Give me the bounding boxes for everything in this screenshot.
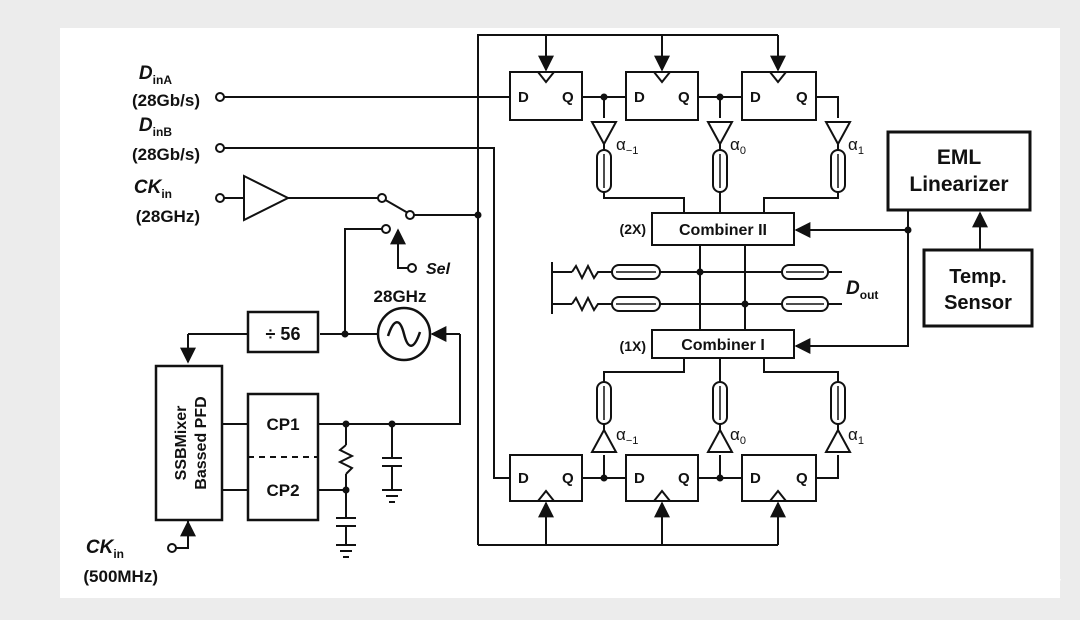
vco-frequency: 28GHz [374,287,427,306]
flipflop-bottom-2 [625,454,699,502]
tap-buffer-top-3 [824,121,852,147]
alpha-bottom-m1: α−1 [616,425,638,447]
dina-rate: (28Gb/s) [132,91,200,110]
dina-label: DinA [139,63,172,87]
ckin-ref-rate: (500MHz) [83,567,158,586]
combiner-ii-box [651,212,795,246]
ff-d-label: D [750,89,761,106]
ff-d-label: D [634,89,645,106]
cp1-label: CP1 [266,415,299,434]
temp-sensor-box [922,248,1034,328]
cp2-label: CP2 [266,481,299,500]
eml-linearizer-box [886,130,1032,212]
flipflop-top-2 [625,71,699,121]
alpha-top-1: α1 [848,135,864,157]
ckin-label: CKin [134,177,172,201]
watermark: 信 [1039,575,1062,600]
tap-buffer-bottom-2 [706,427,734,453]
ff-q-label: Q [562,470,574,487]
ff-d-label: D [518,89,529,106]
flipflop-bottom-1 [509,454,583,502]
tap-buffer-bottom-3 [824,427,852,453]
dout-label: Dout [846,278,878,302]
combiner-ii-scale: (2X) [620,221,646,237]
flipflop-top-1 [509,71,583,121]
ff-d-label: D [518,470,529,487]
ff-q-label: Q [796,470,808,487]
alpha-bottom-1: α1 [848,425,864,447]
eml-label-1: EML [937,146,982,169]
alpha-top-0: α0 [730,135,746,157]
combiner-ii-label: Combiner II [679,222,767,239]
divider-box [246,310,320,354]
paper-background [60,28,1060,598]
pfd-label-1: SSBMixer [173,406,190,481]
dinb-rate: (28Gb/s) [132,145,200,164]
sine-wave-icon [386,321,422,347]
pfd-box [154,364,224,522]
combiner-i-box [651,329,795,359]
ff-d-label: D [634,470,645,487]
eml-label-2: Linearizer [909,173,1008,196]
combiner-i-scale: (1X) [620,338,646,354]
ck-buffer-icon [243,174,291,222]
temp-label-2: Sensor [944,292,1012,314]
ff-q-label: Q [678,470,690,487]
temp-label-1: Temp. [949,266,1006,288]
alpha-bottom-0: α0 [730,425,746,447]
dinb-wire [224,147,510,479]
ckin-rate: (28GHz) [136,207,200,226]
tap-buffer-top-1 [590,121,618,147]
combiner-i-label: Combiner I [681,337,765,354]
ff-q-label: Q [562,89,574,106]
ff-q-label: Q [678,89,690,106]
ff-q-label: Q [796,89,808,106]
tap-buffer-top-2 [706,121,734,147]
clock-bus-wire [477,34,778,545]
pfd-label-2: Bassed PFD [193,396,210,489]
ckin-ref-label: CKin [86,537,124,561]
tap-buffer-bottom-1 [590,427,618,453]
ff-d-label: D [750,470,761,487]
dinb-label: DinB [139,115,172,139]
divider-label: ÷ 56 [266,324,301,344]
sel-label: Sel [426,261,451,278]
alpha-top-m1: α−1 [616,135,638,157]
